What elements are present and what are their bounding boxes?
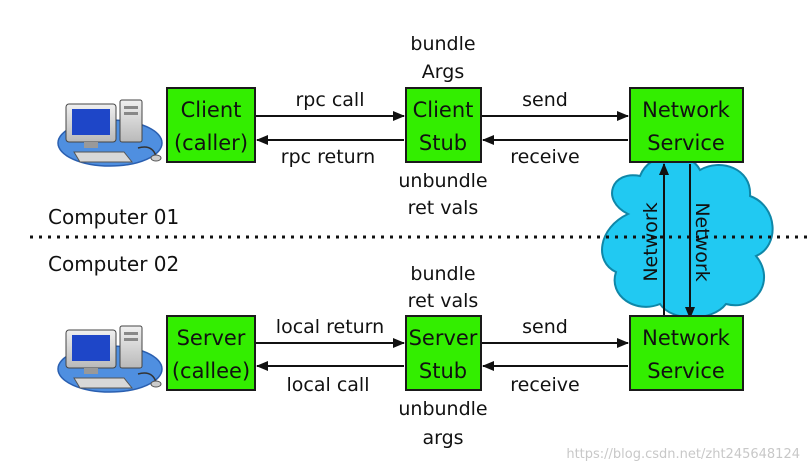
server-stub-above-line1: bundle xyxy=(410,263,475,285)
network-service-bottom-line2: Service xyxy=(647,359,725,383)
receive-label-top: receive xyxy=(510,146,579,168)
client-box-line1: Client xyxy=(181,98,242,122)
rpc-return-label: rpc return xyxy=(281,146,375,168)
computer-02-label: Computer 02 xyxy=(48,252,179,276)
server-stub-below-line1: unbundle xyxy=(398,398,487,420)
network-service-box-top: Network Service xyxy=(629,87,744,163)
network-service-box-bottom: Network Service xyxy=(629,315,744,391)
network-label-right: Network xyxy=(691,202,713,281)
client-stub-above-line1: bundle xyxy=(410,33,475,55)
send-label-bottom: send xyxy=(522,316,568,338)
watermark: https://blog.csdn.net/zht245648124 xyxy=(566,447,800,462)
network-service-bottom-line1: Network xyxy=(642,326,731,350)
local-return-label: local return xyxy=(276,316,384,338)
server-box-line2: (callee) xyxy=(172,359,250,383)
server-stub-below-line2: args xyxy=(422,427,463,449)
client-stub-below-line1: unbundle xyxy=(398,170,487,192)
server-box: Server (callee) xyxy=(166,315,256,391)
network-label-left: Network xyxy=(640,202,662,281)
computer-icon xyxy=(57,325,163,393)
server-stub-box: Server Stub xyxy=(405,315,482,391)
computer-01-label: Computer 01 xyxy=(48,205,179,229)
client-box-line2: (caller) xyxy=(174,131,248,155)
computer-icon xyxy=(57,99,163,167)
client-stub-line2: Stub xyxy=(419,131,467,155)
client-stub-box: Client Stub xyxy=(405,87,482,163)
server-stub-line1: Server xyxy=(409,326,478,350)
client-stub-below-line2: ret vals xyxy=(408,197,479,219)
receive-label-bottom: receive xyxy=(510,374,579,396)
server-stub-above-line2: ret vals xyxy=(408,290,479,312)
client-box: Client (caller) xyxy=(166,87,256,163)
server-stub-line2: Stub xyxy=(419,359,467,383)
client-stub-above-line2: Args xyxy=(422,61,464,83)
client-stub-line1: Client xyxy=(413,98,474,122)
local-call-label: local call xyxy=(287,374,370,396)
send-label-top: send xyxy=(522,89,568,111)
rpc-call-label: rpc call xyxy=(295,89,364,111)
server-box-line1: Server xyxy=(177,326,246,350)
network-service-top-line1: Network xyxy=(642,98,731,122)
network-service-top-line2: Service xyxy=(647,131,725,155)
